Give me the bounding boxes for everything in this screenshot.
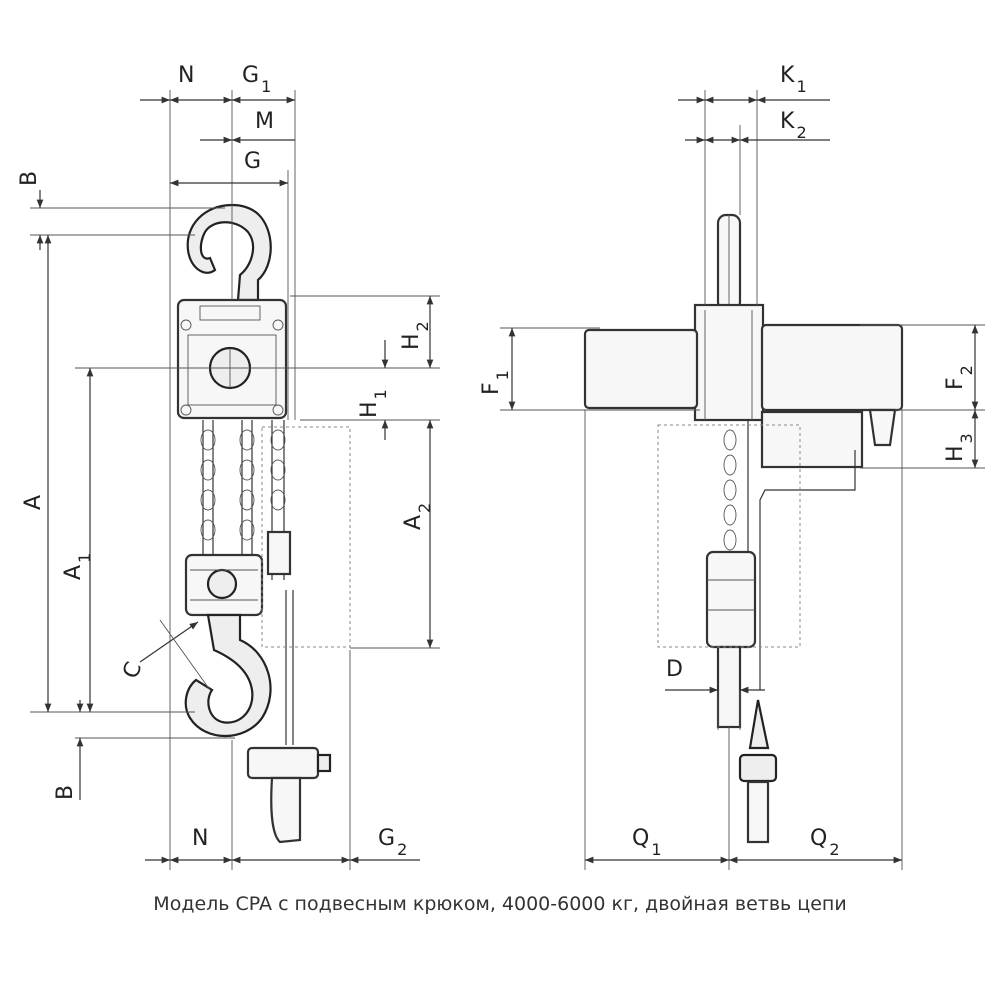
label-N-bottom: N (192, 826, 208, 851)
load-chains (202, 420, 285, 580)
bottom-block-front (705, 550, 757, 649)
label-B-top: B (17, 171, 42, 186)
control-pendant-front (738, 699, 778, 844)
label-D: D (666, 657, 683, 682)
control-pendant-side (246, 746, 332, 844)
label-F1: F1 (479, 370, 512, 395)
label-H1: H1 (357, 389, 390, 418)
gear-housing-right (760, 323, 904, 412)
motor-left (583, 328, 699, 410)
top-hook (186, 203, 272, 302)
label-N-top: N (178, 63, 194, 88)
figure-caption: Модель CPA с подвесным крюком, 4000-6000… (153, 893, 847, 915)
label-A2: A2 (401, 503, 434, 530)
label-C: C (118, 659, 147, 683)
label-H2: H2 (399, 321, 432, 350)
label-M: M (255, 109, 274, 134)
label-B-bottom: B (53, 785, 78, 800)
bottom-hook (184, 613, 272, 738)
label-H3: H3 (943, 433, 976, 462)
label-F2: F2 (943, 365, 976, 390)
load-chain-front (723, 429, 737, 551)
label-G: G (244, 149, 261, 174)
label-A: A (21, 495, 46, 510)
label-A1: A1 (61, 553, 94, 580)
